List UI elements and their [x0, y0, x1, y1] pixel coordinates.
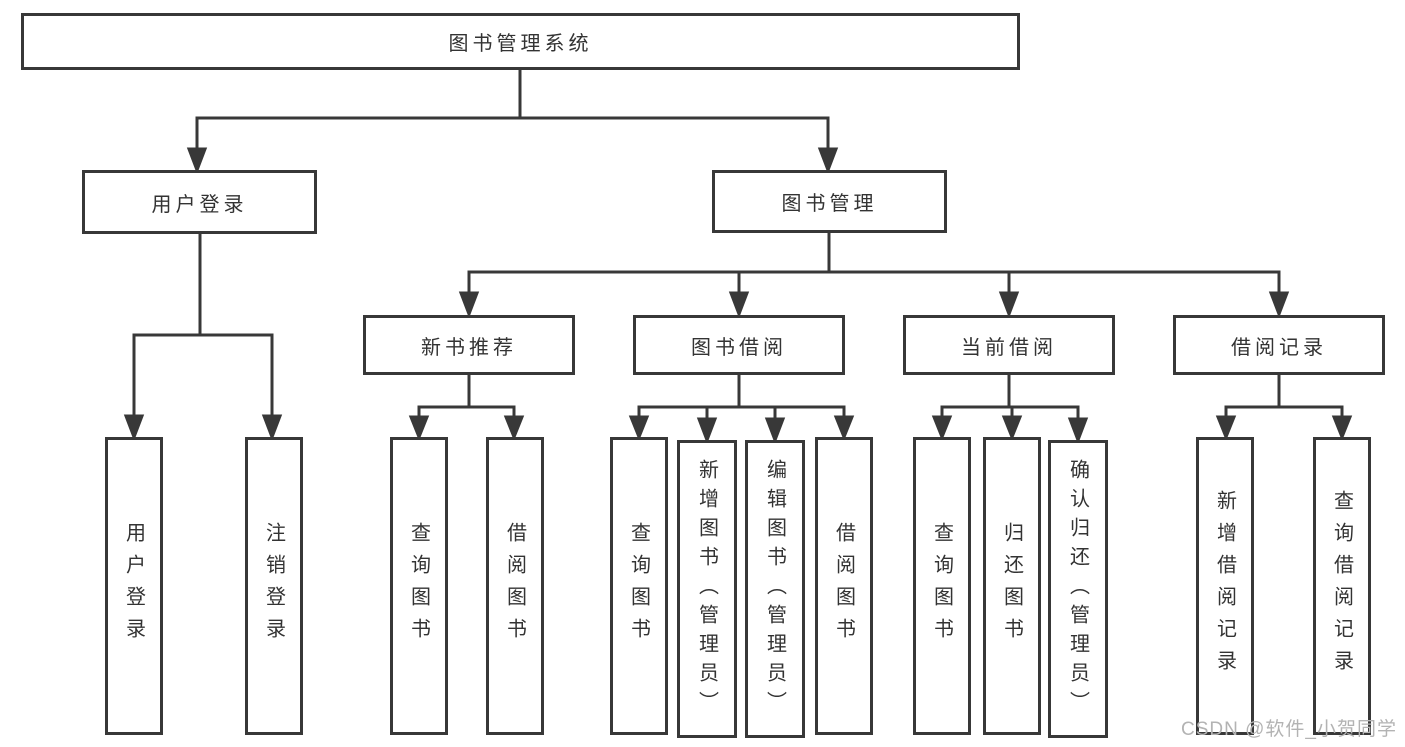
node-book-management: 图书管理 [712, 170, 947, 233]
leaf-confirm-return-admin: 确认归还（管理员） [1048, 440, 1108, 738]
node-user-login: 用户登录 [82, 170, 317, 234]
leaf-return-books: 归还图书 [983, 437, 1041, 735]
leaf-query-borrow-record: 查询借阅记录 [1313, 437, 1371, 735]
node-book-borrow: 图书借阅 [633, 315, 845, 375]
leaf-user-login: 用户登录 [105, 437, 163, 735]
node-new-book-recommend: 新书推荐 [363, 315, 575, 375]
watermark: CSDN @软件_小贺同学 [1181, 719, 1397, 740]
leaf-add-book-admin: 新增图书（管理员） [677, 440, 737, 738]
leaf-borrow-books-1: 借阅图书 [486, 437, 544, 735]
leaf-borrow-books-2: 借阅图书 [815, 437, 873, 735]
leaf-query-books-2: 查询图书 [610, 437, 668, 735]
node-borrow-records: 借阅记录 [1173, 315, 1385, 375]
leaf-edit-book-admin: 编辑图书（管理员） [745, 440, 805, 738]
leaf-query-books-1: 查询图书 [390, 437, 448, 735]
node-root: 图书管理系统 [21, 13, 1020, 70]
node-current-borrow: 当前借阅 [903, 315, 1115, 375]
leaf-logout: 注销登录 [245, 437, 303, 735]
leaf-add-borrow-record: 新增借阅记录 [1196, 437, 1254, 735]
leaf-query-books-3: 查询图书 [913, 437, 971, 735]
